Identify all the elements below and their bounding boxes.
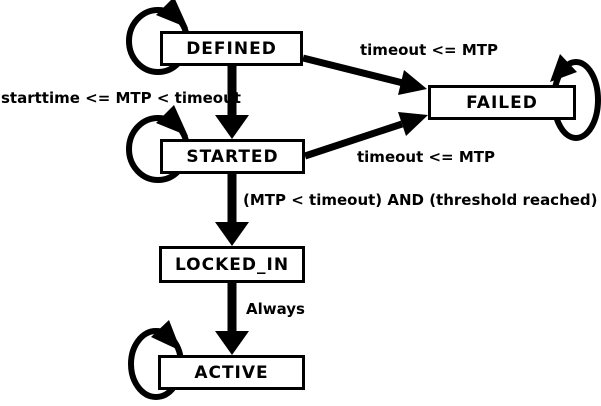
label-locked-in-to-active: Always — [246, 300, 305, 318]
label-defined-to-failed: timeout <= MTP — [360, 41, 499, 59]
state-defined-label: DEFINED — [186, 38, 277, 59]
label-started-to-failed: timeout <= MTP — [357, 148, 496, 166]
state-locked-in: LOCKED_IN — [159, 246, 305, 283]
state-defined: DEFINED — [160, 31, 303, 66]
label-started-to-locked-in: (MTP < timeout) AND (threshold reached) — [243, 191, 598, 209]
state-started-label: STARTED — [186, 146, 279, 167]
state-failed: FAILED — [428, 85, 576, 120]
label-defined-to-started: starttime <= MTP < timeout — [1, 89, 241, 107]
state-locked-in-label: LOCKED_IN — [174, 254, 290, 275]
state-active-label: ACTIVE — [194, 362, 269, 383]
state-active: ACTIVE — [158, 355, 305, 390]
state-started: STARTED — [160, 139, 305, 174]
state-failed-label: FAILED — [466, 92, 538, 113]
